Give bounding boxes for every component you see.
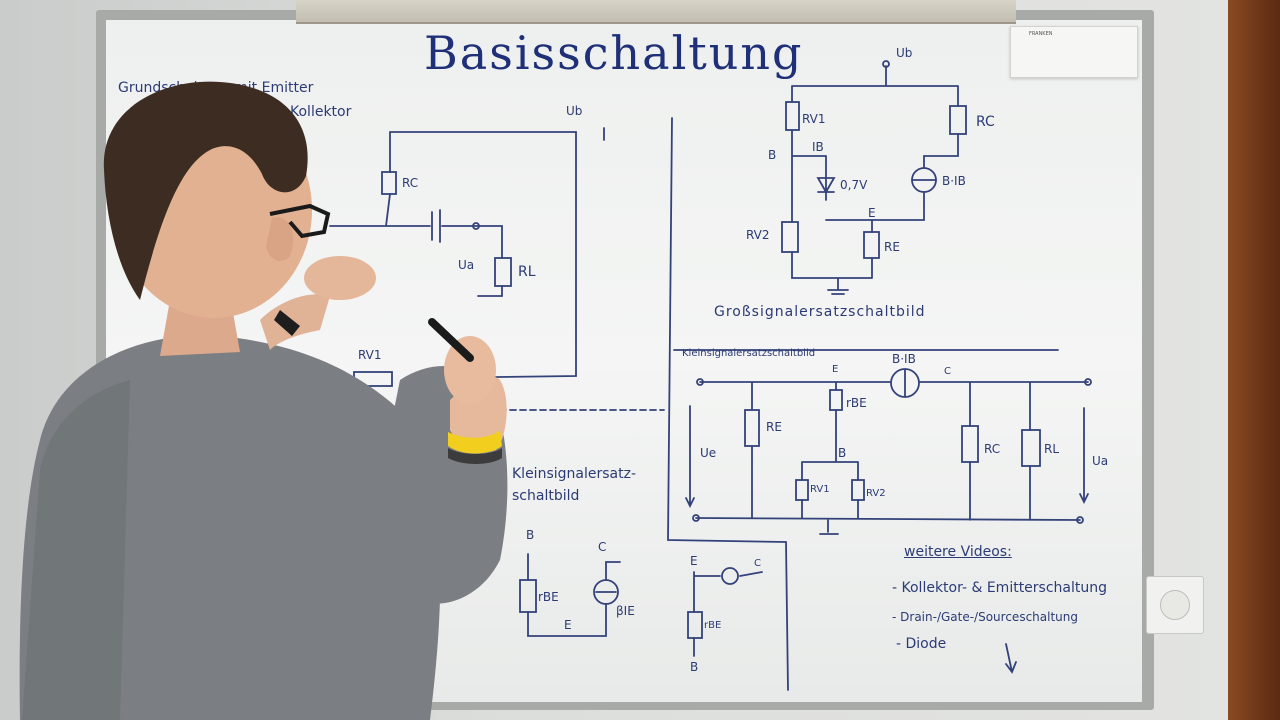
rl-resistor (494, 257, 512, 287)
label-b-top: B (768, 148, 777, 162)
wristband-yellow (448, 430, 502, 454)
label-ue-mid: Ue (700, 446, 717, 460)
videos-item-3: - Diode (896, 636, 947, 652)
label-beta-ie-bottom: βIE (616, 604, 635, 618)
label-e-mid: E (832, 364, 839, 375)
label-e-bottom: E (564, 618, 572, 632)
label-rv1-mid: RV1 (810, 484, 830, 495)
current-source-bottom (593, 579, 619, 605)
label-ib-top: IB (812, 140, 824, 154)
label-rv1-left: RV1 (358, 348, 382, 362)
eraser-label: FRANKEN (1010, 26, 1138, 78)
ue-arrow (685, 405, 695, 509)
label-rbe-bottom: rBE (538, 590, 559, 604)
label-c-bottom: C (598, 540, 607, 554)
presenter-shirt-shadow (22, 380, 130, 720)
board-title: Basisschaltung (424, 26, 804, 80)
ua-arrow (1079, 407, 1089, 505)
marker (428, 318, 474, 362)
rl-resistor-mid (1021, 429, 1041, 467)
watch-strap (274, 310, 300, 336)
rbe-resistor-sketch (687, 611, 703, 639)
divider-vertical (667, 117, 789, 691)
re-resistor (863, 231, 880, 259)
terminal-tl (696, 378, 704, 386)
large-signal-caption: Großsignalersatzschaltbild (714, 304, 926, 320)
label-rv2-mid: RV2 (866, 488, 886, 499)
label-re-top: RE (884, 240, 900, 254)
presenter-ear (266, 217, 294, 261)
label-ub-left: Ub (566, 104, 583, 118)
bottom-mid-wires (527, 553, 621, 637)
small-signal-caption: Kleinsignalersatzschaltbild (682, 348, 816, 359)
marker-tray (296, 0, 1016, 24)
left-note-line2: Kollektor (290, 104, 352, 120)
label-rbe-mid: rBE (846, 396, 867, 410)
wooden-door-frame (1228, 0, 1280, 720)
label-rbe-sketch: rBE (704, 620, 722, 631)
videos-item-1: - Kollektor- & Emitterschaltung (892, 580, 1108, 596)
rv2-resistor-mid (851, 479, 865, 501)
videos-heading: weitere Videos: (904, 544, 1012, 560)
label-c-sketch: C (754, 558, 761, 569)
rbe-resistor-mid (829, 389, 843, 411)
label-rv2-top: RV2 (746, 228, 770, 242)
videos-item-2: - Drain-/Gate-/Sourceschaltung (892, 610, 1078, 624)
label-beta-ib-top: B·IB (942, 174, 966, 188)
ub-terminal (882, 60, 890, 68)
bottom-caption-line2: schaltbild (512, 488, 580, 504)
bottom-caption-line1: Kleinsignalersatz- (512, 466, 636, 482)
terminal-bl (692, 514, 700, 522)
rv1-resistor-mid (795, 479, 809, 501)
current-source-mid (890, 368, 920, 398)
down-arrow (1005, 643, 1017, 674)
label-rl-mid: RL (1044, 442, 1060, 456)
label-beta-ib-mid: B·IB (892, 352, 916, 366)
wall-switch (1146, 576, 1204, 634)
rv2-resistor (781, 221, 799, 253)
label-re-mid: RE (766, 420, 782, 434)
bottom-sketch-wires (693, 571, 763, 657)
label-b-sketch: B (690, 660, 699, 674)
rv1-resistor (785, 101, 800, 131)
label-e-sketch: E (690, 554, 698, 568)
small-signal-wires (695, 381, 1089, 535)
terminal-br (1076, 516, 1084, 524)
presenter-left-hand (304, 256, 376, 300)
diode-symbol (816, 177, 836, 194)
current-source-sketch (721, 567, 739, 585)
wristband-dark (448, 448, 502, 464)
label-c-mid: C (944, 366, 951, 377)
presenter-hand (444, 336, 496, 404)
label-rc-top: RC (976, 114, 995, 130)
label-rc-left: RC (402, 176, 419, 190)
eraser-label-text: FRANKEN (1029, 31, 1053, 37)
rc-resistor-mid (961, 425, 979, 463)
label-b-mid: B (838, 446, 847, 460)
label-b-bottom: B (526, 528, 535, 542)
re-resistor-mid (744, 409, 760, 447)
label-e-top: E (868, 206, 876, 220)
rc-resistor (381, 171, 397, 195)
label-ua-left: Ua (458, 258, 475, 272)
label-diode-v: 0,7V (840, 178, 868, 192)
presenter-hair (103, 81, 308, 300)
coupling-capacitor (431, 209, 441, 243)
terminal-tr (1084, 378, 1092, 386)
label-rc-mid: RC (984, 442, 1001, 456)
rbe-resistor-bottom (519, 579, 537, 613)
left-circuit-wires (329, 131, 577, 379)
label-rv1-top: RV1 (802, 112, 826, 126)
label-ub-top: Ub (896, 46, 913, 60)
rc-resistor-top (949, 105, 967, 135)
output-terminal (472, 222, 480, 230)
label-rl-left: RL (518, 264, 536, 280)
label-ua-mid: Ua (1092, 454, 1109, 468)
glasses (269, 203, 331, 239)
